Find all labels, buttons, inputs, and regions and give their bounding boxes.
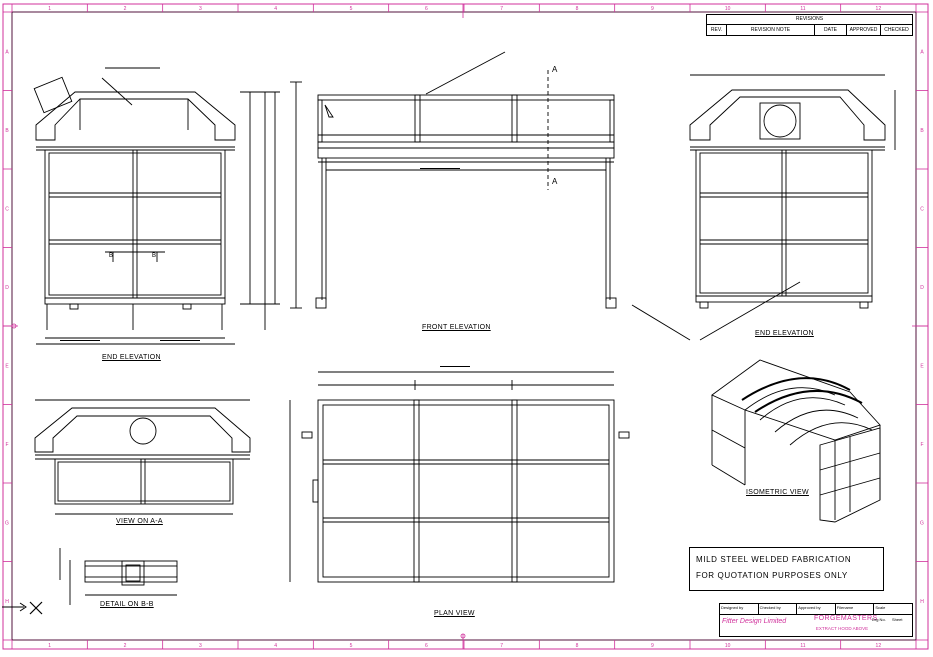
border-col-label: 2 — [124, 6, 127, 12]
end-elevation-left-view — [33, 67, 280, 345]
border-col-label: 11 — [800, 6, 805, 12]
section-mark-b-right: B — [152, 253, 156, 259]
dimension-ticks — [60, 168, 470, 367]
rev-col-rev: REV. — [707, 25, 727, 36]
view-on-aa-label: VIEW ON A-A — [116, 518, 163, 525]
border-col-label: 3 — [199, 643, 202, 649]
border-row-label: F — [5, 442, 8, 448]
end-elevation-right-view — [631, 74, 896, 341]
border-row-label: H — [5, 599, 9, 605]
border-col-label: 10 — [725, 643, 731, 649]
end-elevation-right-label: END ELEVATION — [755, 330, 814, 337]
client-name: FORGEMASTERS — [814, 615, 878, 622]
sheet-label: Sheet — [892, 617, 903, 622]
border-col-label: 2 — [124, 643, 127, 649]
border-row-label: D — [920, 285, 924, 291]
border-row-label: G — [5, 520, 9, 526]
x-mark-icon — [29, 601, 43, 615]
fabrication-note-line2: FOR QUOTATION PURPOSES ONLY — [696, 571, 848, 580]
section-mark-b-left: B — [109, 253, 113, 259]
border-row-label: B — [5, 128, 9, 134]
border-row-label: D — [5, 285, 9, 291]
border-row-label: A — [920, 49, 924, 55]
centre-marks — [3, 4, 928, 649]
front-elevation-label: FRONT ELEVATION — [422, 324, 491, 331]
border-col-label: 3 — [199, 6, 202, 12]
fabrication-note-line1: MILD STEEL WELDED FABRICATION — [696, 555, 852, 564]
arrow-icon — [2, 602, 27, 612]
border-col-label: 10 — [725, 6, 731, 12]
title-block: Designed by Checked by Approved by Filen… — [719, 603, 913, 637]
rev-col-date: DATE — [815, 25, 847, 36]
border-col-label: 8 — [576, 6, 579, 12]
fabrication-note: MILD STEEL WELDED FABRICATION FOR QUOTAT… — [689, 547, 884, 591]
detail-bb-view — [59, 548, 178, 605]
border-col-label: 1 — [48, 6, 51, 12]
border-col-label: 12 — [876, 643, 882, 649]
rev-col-approved: APPROVED — [847, 25, 881, 36]
project-name: EXTRACT HOOD ABOVE — [815, 626, 869, 631]
plan-view — [289, 371, 630, 583]
revisions-header-row: REV. REVISION NOTE DATE APPROVED CHECKED — [707, 25, 912, 36]
section-mark-a-top: A — [552, 65, 558, 74]
border-row-label: H — [920, 599, 924, 605]
border-col-label: 9 — [651, 643, 654, 649]
border-col-label: 8 — [576, 643, 579, 649]
plan-view-label: PLAN VIEW — [434, 610, 475, 617]
revisions-title: REVISIONS — [707, 15, 912, 25]
tb-filename: Filename — [836, 604, 875, 614]
end-elevation-left-label: END ELEVATION — [102, 354, 161, 361]
border-col-label: 4 — [274, 643, 277, 649]
border-row-label: C — [920, 206, 924, 212]
border-col-label: 7 — [500, 643, 503, 649]
border-col-label: 6 — [425, 643, 428, 649]
border-col-label: 7 — [500, 6, 503, 12]
border-row-label: C — [5, 206, 9, 212]
front-elevation-view — [290, 51, 617, 309]
isometric-view — [711, 359, 881, 523]
revisions-table: REVISIONS REV. REVISION NOTE DATE APPROV… — [706, 14, 913, 36]
drawing-number-label: Drg No. — [872, 617, 886, 622]
border-row-label: E — [920, 363, 924, 369]
section-mark-a-bottom: A — [552, 177, 558, 186]
border-col-label: 11 — [800, 643, 805, 649]
border-row-label: B — [920, 128, 924, 134]
view-on-aa-view — [34, 399, 251, 515]
tb-approved-by: Approved by — [797, 604, 836, 614]
rev-col-note: REVISION NOTE — [727, 25, 815, 36]
tb-designed-by: Designed by — [720, 604, 759, 614]
border-col-label: 5 — [350, 643, 353, 649]
border-col-label: 4 — [274, 6, 277, 12]
tb-scale: Scale — [875, 605, 886, 610]
border-row-label: G — [920, 520, 924, 526]
border-col-label: 1 — [48, 643, 51, 649]
border-row-label: A — [5, 49, 9, 55]
border-col-label: 12 — [876, 6, 882, 12]
detail-bb-label: DETAIL ON B-B — [100, 601, 154, 608]
border-col-label: 9 — [651, 6, 654, 12]
border-col-label: 6 — [425, 6, 428, 12]
tb-checked-by: Checked by — [759, 604, 798, 614]
border-col-label: 5 — [350, 6, 353, 12]
rev-col-checked: CHECKED — [884, 27, 909, 33]
border-row-label: F — [920, 442, 923, 448]
firm-name: Fitter Design Limited — [722, 618, 787, 625]
isometric-view-label: ISOMETRIC VIEW — [746, 489, 809, 496]
border-row-label: E — [5, 363, 9, 369]
title-block-labels: Designed by Checked by Approved by Filen… — [720, 604, 912, 615]
